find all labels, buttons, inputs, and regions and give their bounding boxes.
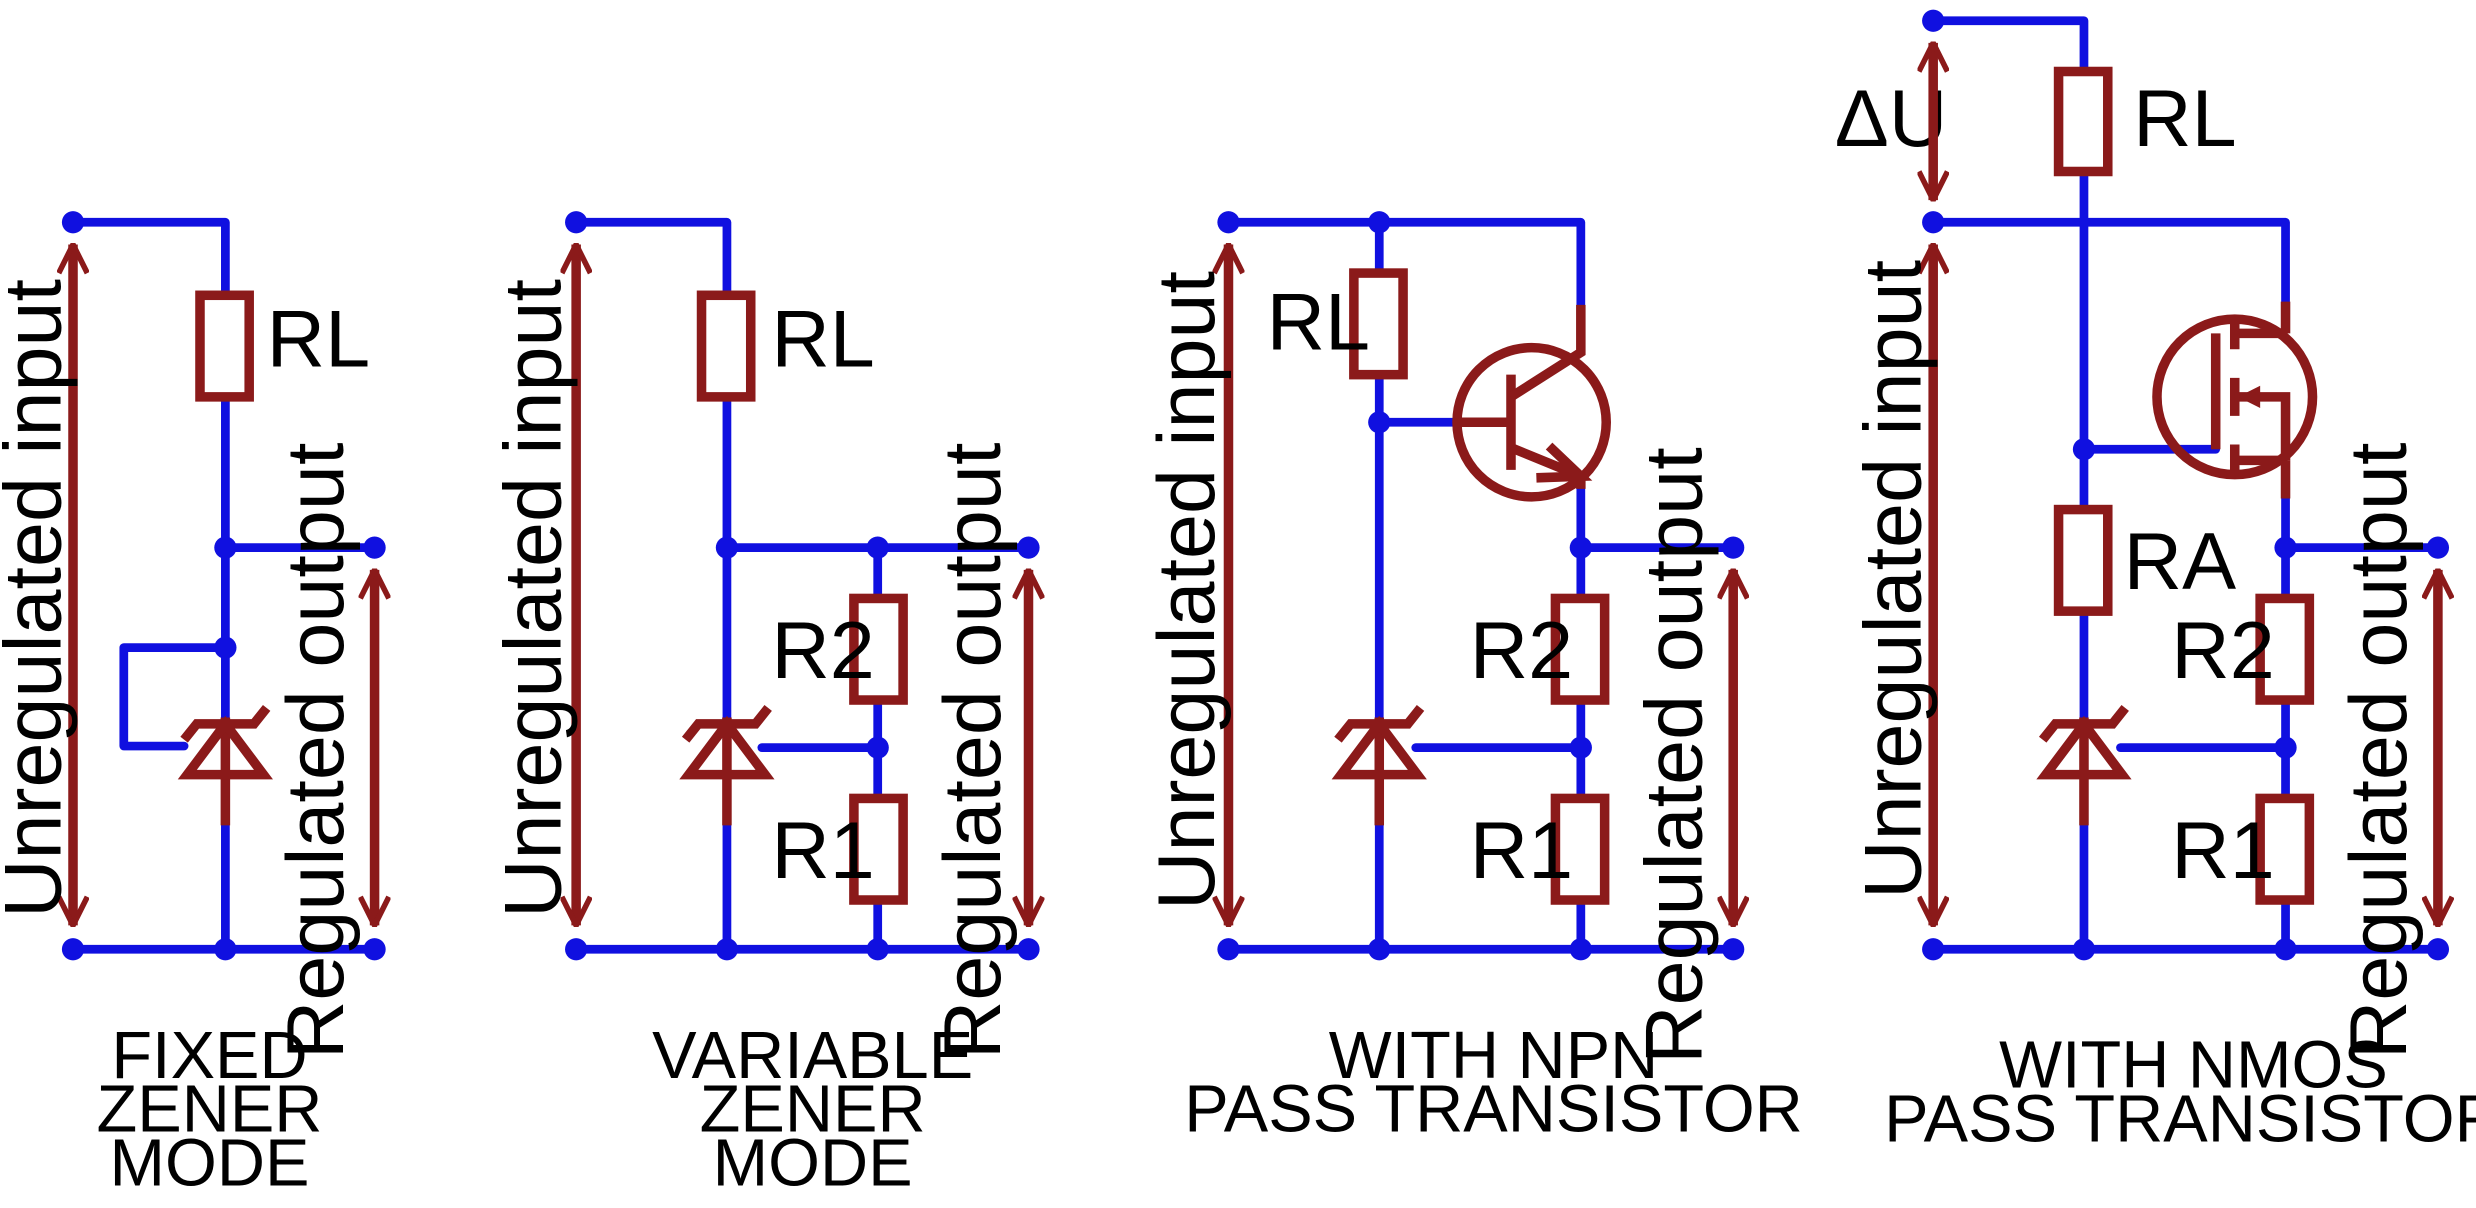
node xyxy=(715,938,739,961)
node-output-bottom xyxy=(363,938,386,961)
input-label: Unregulated input xyxy=(488,279,578,918)
node xyxy=(2274,736,2297,759)
node xyxy=(715,536,739,559)
wires xyxy=(1224,217,1738,954)
label-r1: R1 xyxy=(1470,806,1573,896)
adjustable-zener xyxy=(2036,704,2132,826)
node-bottom-left xyxy=(1922,938,1945,961)
label-rl: RL xyxy=(771,295,874,385)
caption-line-1: WITH NMOS xyxy=(1999,1028,2388,1102)
caption-line-1: WITH NPN xyxy=(1329,1019,1659,1093)
node xyxy=(866,536,889,559)
label-r1: R1 xyxy=(2171,806,2274,896)
output-label: Regulated output xyxy=(271,443,361,1060)
caption-line-3: MODE xyxy=(713,1127,913,1201)
node-output-top xyxy=(363,536,386,559)
node xyxy=(866,736,889,759)
label-ra: RA xyxy=(2124,517,2236,607)
output-label: Regulated output xyxy=(1629,447,1719,1064)
node-output-bottom xyxy=(1722,938,1745,961)
label-r2: R2 xyxy=(1470,606,1573,696)
label-rl: RL xyxy=(1267,277,1370,367)
node xyxy=(2072,438,2096,461)
label-r2: R2 xyxy=(771,606,874,696)
output-label: Regulated output xyxy=(2334,443,2424,1060)
node-top-left xyxy=(565,211,588,234)
resistor-rl xyxy=(2053,66,2113,177)
node xyxy=(2072,938,2096,961)
input-label: Unregulated input xyxy=(0,279,78,918)
circuit-variable-zener: RL R2 R1 Unregulated input Regulated out… xyxy=(488,211,1039,1201)
node xyxy=(1922,211,1945,234)
resistor-r2 xyxy=(849,593,908,705)
node xyxy=(214,636,237,659)
label-rl: RL xyxy=(2133,74,2236,164)
node xyxy=(2274,536,2297,559)
node-output-top xyxy=(2426,536,2450,559)
resistor-r1 xyxy=(1550,793,1610,905)
node-top-left xyxy=(1922,9,1945,32)
node-bottom-left xyxy=(565,938,588,961)
node-top-left xyxy=(1217,211,1240,234)
caption-line-1: VARIABLE xyxy=(652,1019,973,1093)
label-r2: R2 xyxy=(2171,606,2274,696)
resistor-rl xyxy=(696,290,756,402)
node-output-bottom xyxy=(2426,938,2450,961)
node xyxy=(1569,536,1592,559)
input-label: Unregulated input xyxy=(1142,271,1232,910)
caption-line-2: PASS TRANSISTOR xyxy=(1884,1082,2476,1156)
node-bottom-left xyxy=(61,938,85,961)
zener-diode xyxy=(177,704,273,826)
resistor-ra xyxy=(2053,504,2113,616)
output-label: Regulated output xyxy=(928,443,1018,1060)
caption-line-1: FIXED xyxy=(111,1019,307,1093)
caption-line-2: PASS TRANSISTOR xyxy=(1184,1073,1803,1147)
circuit-npn-pass-transistor: RL R2 R1 Unregulated input Regulated out… xyxy=(1142,211,1803,1147)
node-output-bottom xyxy=(1017,938,1040,961)
node xyxy=(1368,211,1391,234)
node xyxy=(1368,411,1391,434)
resistor-r2 xyxy=(1550,593,1610,705)
node-output-top xyxy=(1722,536,1745,559)
node xyxy=(1569,736,1592,759)
adjustable-zener xyxy=(1331,704,1427,826)
circuit-nmos-pass-transistor: RL RA R2 R1 ΔU xyxy=(1835,9,2476,1156)
caption-line-2: ZENER xyxy=(97,1073,323,1147)
label-r1: R1 xyxy=(771,806,874,896)
label-rl: RL xyxy=(267,295,370,385)
node-bottom-left xyxy=(1217,938,1240,961)
resistor-r1 xyxy=(2255,793,2315,905)
resistor-r2 xyxy=(2255,593,2315,705)
caption-line-3: MODE xyxy=(110,1127,310,1201)
node xyxy=(214,938,237,961)
resistor-rl xyxy=(195,290,254,402)
node xyxy=(866,938,889,961)
adjustable-zener xyxy=(679,704,775,826)
input-label: Unregulated input xyxy=(1848,260,1938,899)
nmos-transistor xyxy=(2152,301,2318,499)
npn-transistor xyxy=(1452,304,1611,502)
node-top-left xyxy=(61,211,85,234)
node xyxy=(1569,938,1592,961)
resistor-r1 xyxy=(849,793,908,905)
caption-line-2: ZENER xyxy=(700,1073,926,1147)
node xyxy=(1368,938,1391,961)
resistor-rl xyxy=(1349,268,1408,380)
node xyxy=(214,536,237,559)
node-output-top xyxy=(1017,536,1040,559)
node xyxy=(2274,938,2297,961)
circuit-fixed-zener: RL Unregulated input Regulated output FI… xyxy=(0,211,386,1201)
